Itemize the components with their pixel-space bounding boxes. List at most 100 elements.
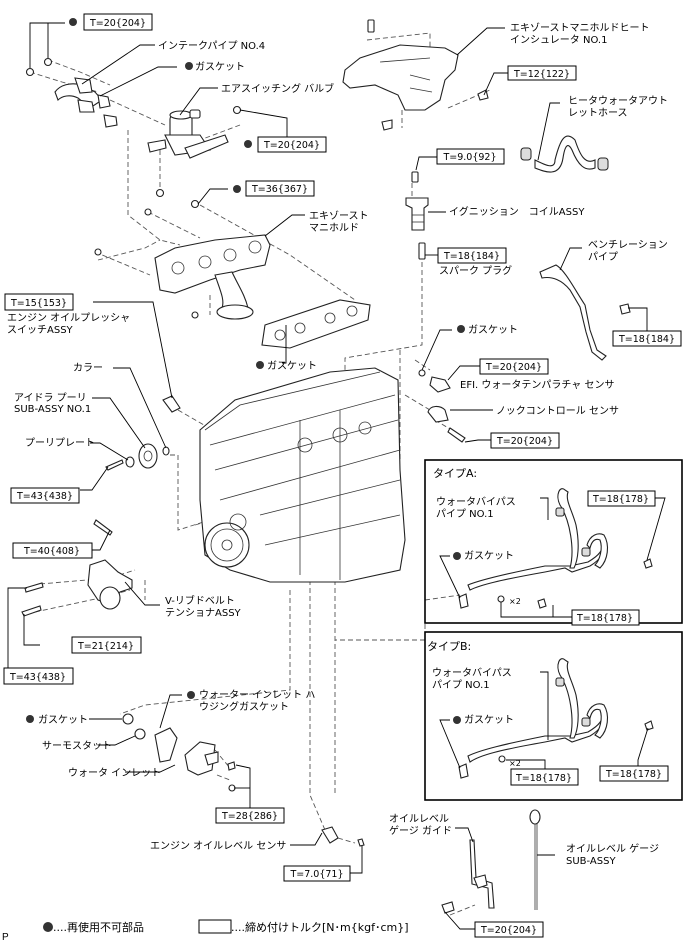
torque-water-inlet: T=28{286}	[215, 807, 285, 824]
label-type-a-x2: ×2	[509, 597, 521, 606]
water-inlet-part	[122, 713, 236, 792]
torque-tensioner-top: T=40{408}	[12, 542, 93, 559]
label-exhaust-manifold-2: マニホルド	[309, 222, 359, 234]
svg-text:T=28{286}: T=28{286}	[221, 811, 278, 822]
label-heater-hose-2: レットホース	[568, 107, 628, 119]
torque-spark-plug: T=18{184}	[437, 247, 507, 264]
svg-text:T=12{122}: T=12{122}	[513, 69, 570, 80]
knock-sensor-part	[427, 405, 466, 443]
non-reusable-dot	[233, 185, 241, 193]
label-gasket-efi: ガスケット	[468, 324, 518, 336]
torque-heat-insulator: T=12{122}	[507, 65, 577, 81]
svg-text:T=20{204}: T=20{204}	[496, 436, 553, 447]
label-type-b-pipe-2: パイプ NO.1	[432, 679, 490, 691]
label-air-switching-valve: エアスイッチング バルブ	[221, 82, 334, 95]
non-reusable-dot	[453, 552, 461, 560]
label-heater-hose-1: ヒータウォータアウト	[568, 95, 668, 107]
non-reusable-dot	[185, 62, 193, 70]
label-tensioner-2: テンショナASSY	[165, 607, 242, 619]
label-gasket-thermostat: ガスケット	[38, 714, 88, 726]
efi-sensor-part	[418, 369, 451, 393]
torque-ignition-coil: T=9.0{92}	[436, 148, 505, 165]
part-labels: インテークパイプ NO.4 ガスケット エアスイッチング バルブ エキゾーストマ…	[7, 22, 668, 867]
label-oil-pressure-switch-2: スイッチASSY	[7, 324, 74, 336]
torque-gauge-guide: T=20{204}	[474, 921, 544, 938]
label-ventilation-pipe-1: ベンチレーション	[588, 239, 668, 251]
intake-pipe-no4-part	[25, 57, 118, 128]
label-idler-pulley-1: アイドラ プーリ	[14, 392, 87, 404]
ignition-coil-part	[405, 171, 429, 260]
oil-level-sensor-part	[321, 826, 365, 847]
label-gauge-guide-1: オイルレベル	[389, 813, 449, 825]
label-water-inlet: ウォータ インレット	[68, 767, 161, 779]
label-type-b-gasket: ガスケット	[464, 714, 514, 726]
label-heat-insulator-2: インシュレータ NO.1	[510, 34, 607, 46]
leader-lines	[7, 22, 666, 930]
torque-type-a-bolt-right: T=18{178}	[587, 490, 656, 507]
label-water-inlet-gasket-2: ウジングガスケット	[199, 700, 289, 713]
ventilation-pipe-part	[539, 264, 631, 361]
label-pulley-plate: プーリプレート	[25, 437, 95, 449]
part-drawings	[21, 19, 654, 914]
svg-text:T=21{214}: T=21{214}	[77, 641, 134, 652]
svg-text:T=18{178}: T=18{178}	[515, 773, 572, 784]
svg-text:T=40{408}: T=40{408}	[23, 546, 80, 557]
label-gauge-guide-2: ゲージ ガイド	[389, 825, 452, 837]
svg-text:T=18{184}: T=18{184}	[443, 251, 500, 262]
oil-gauge-part	[529, 809, 541, 910]
torque-type-b-nut: T=18{178}	[510, 768, 579, 786]
label-collar: カラー	[73, 362, 103, 374]
torque-callouts: T=20{204} T=20{204} T=36{367} T=12{122} …	[3, 13, 682, 938]
non-reusable-dot	[256, 361, 264, 369]
non-reusable-dot	[457, 325, 465, 333]
non-reusable-markers	[26, 18, 465, 724]
svg-text:T=43{438}: T=43{438}	[9, 672, 66, 683]
label-thermostat: サーモスタット	[42, 740, 112, 752]
label-gasket-manifold: ガスケット	[267, 360, 317, 372]
label-efi-water-temp-sensor: EFI. ウォータテンパラチャ センサ	[460, 379, 614, 391]
non-reusable-dot	[69, 18, 77, 26]
label-type-b: タイプB:	[427, 640, 471, 653]
label-oil-pressure-switch-1: エンジン オイルプレッシャ	[7, 312, 130, 324]
air-switching-valve-part	[147, 105, 242, 198]
legend: ....再使用不可部品 ....締め付けトルク[N･m{kgf･cm}]	[43, 919, 409, 934]
type-b-bypass-pipe-part	[458, 658, 654, 779]
tensioner-part	[21, 519, 133, 617]
label-type-a-gasket: ガスケット	[464, 550, 514, 562]
non-reusable-dot	[453, 716, 461, 724]
label-type-a-pipe-1: ウォータバイパス	[436, 496, 516, 508]
label-heat-insulator-1: エキゾーストマニホルドヒート	[510, 22, 650, 34]
torque-oil-level-sensor: T=7.0{71}	[283, 865, 351, 882]
label-idler-pulley-2: SUB-ASSY NO.1	[14, 404, 91, 415]
type-b-frame	[424, 631, 683, 801]
heater-hose-part	[520, 135, 609, 173]
torque-type-a-nut: T=18{178}	[571, 609, 640, 626]
torque-efi-sensor: T=20{204}	[479, 358, 549, 375]
label-spark-plug: スパーク プラグ	[439, 264, 512, 277]
label-intake-pipe-no4: インテークパイプ NO.4	[158, 40, 265, 52]
svg-text:T=18{178}: T=18{178}	[576, 613, 633, 624]
torque-type-b-bolt-right: T=18{178}	[599, 765, 669, 782]
label-type-b-x2: ×2	[509, 759, 521, 768]
svg-text:T=43{438}: T=43{438}	[16, 491, 73, 502]
label-ventilation-pipe-2: パイプ	[588, 251, 618, 263]
svg-text:T=18{184}: T=18{184}	[618, 334, 675, 345]
label-exhaust-manifold-1: エキゾースト	[309, 210, 369, 222]
legend-torque: ....締め付けトルク[N･m{kgf･cm}]	[231, 920, 409, 934]
label-knock-control-sensor: ノックコントロール センサ	[496, 405, 619, 417]
oil-gauge-guide-part	[441, 839, 495, 914]
svg-text:T=9.0{92}: T=9.0{92}	[442, 152, 496, 163]
torque-tensioner-lower: T=21{214}	[71, 636, 142, 654]
label-oil-level-sensor: エンジン オイルレベル センサ	[150, 840, 286, 852]
legend-non-reusable: ....再使用不可部品	[53, 920, 144, 934]
label-type-b-pipe-1: ウォータバイパス	[432, 667, 512, 679]
legend-torque-box-icon	[198, 919, 232, 934]
label-oil-gauge-2: SUB-ASSY	[566, 856, 616, 867]
svg-text:T=20{204}: T=20{204}	[485, 362, 542, 373]
label-gasket-intake: ガスケット	[195, 61, 245, 73]
torque-idler-pulley: T=43{438}	[10, 487, 80, 504]
svg-text:T=18{178}: T=18{178}	[605, 769, 662, 780]
type-a-frame	[424, 459, 683, 624]
svg-text:T=7.0{71}: T=7.0{71}	[289, 869, 343, 880]
